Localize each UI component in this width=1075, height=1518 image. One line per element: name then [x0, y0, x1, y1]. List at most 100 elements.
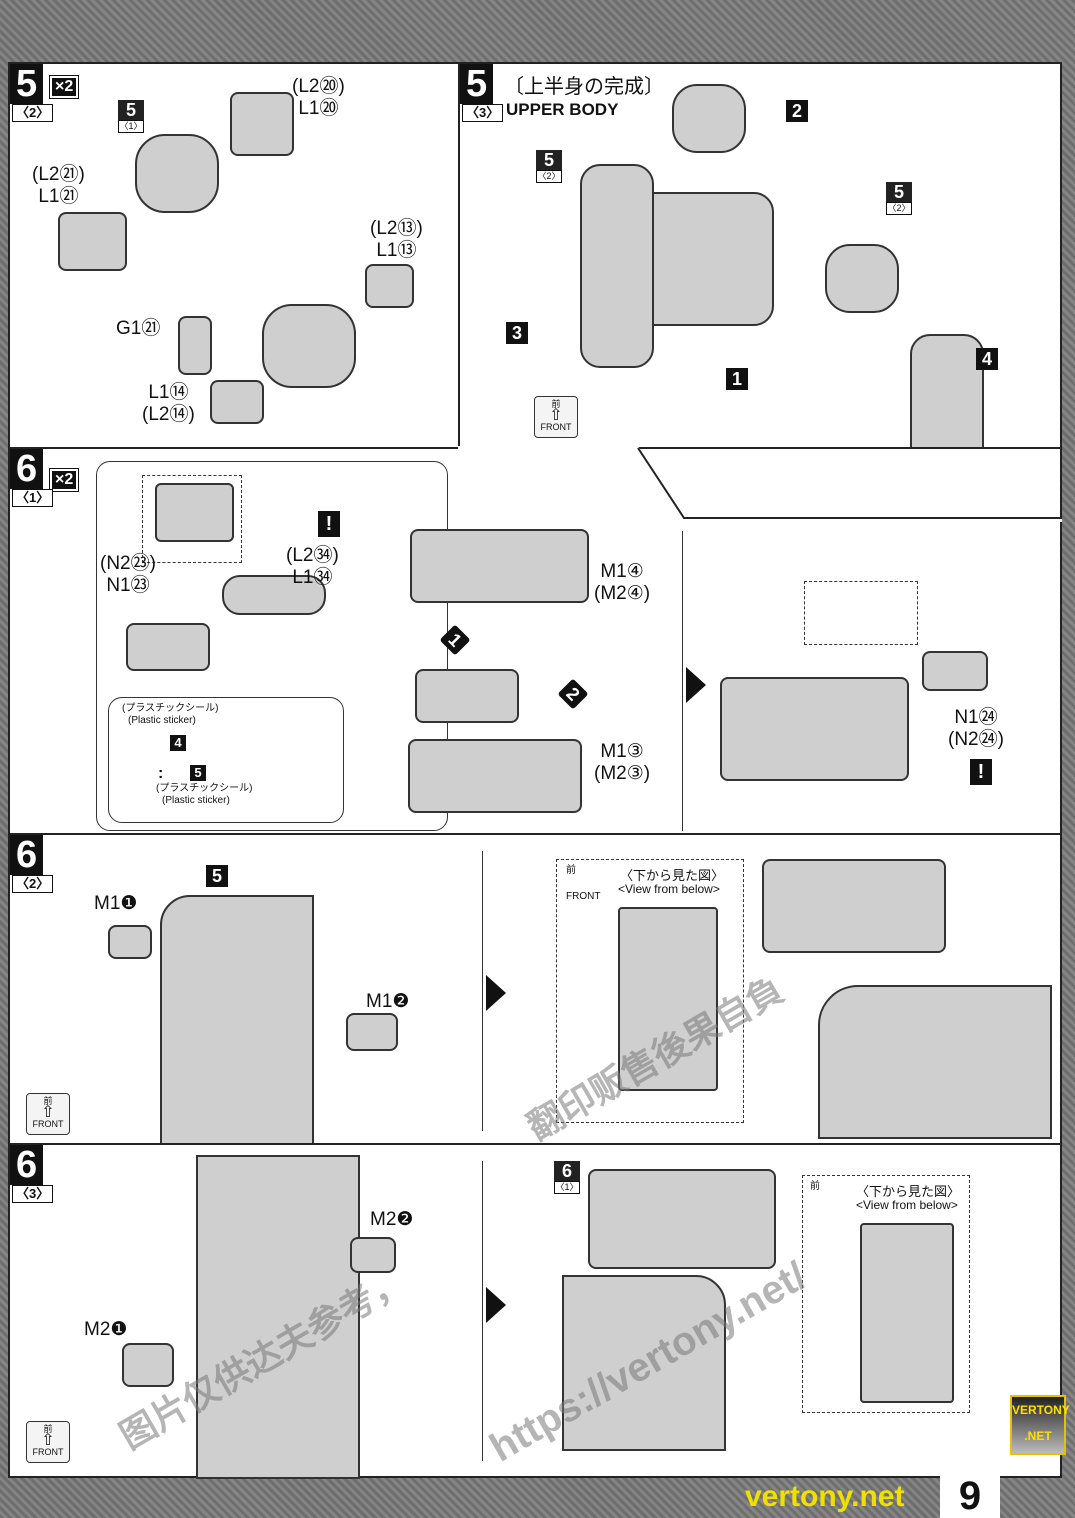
- part-piece: [122, 1343, 174, 1387]
- part-piece: [346, 1013, 398, 1051]
- base-part: [408, 739, 582, 813]
- part-piece: [230, 92, 294, 156]
- part-inset: [142, 475, 242, 563]
- title-jp: 〔上半身の完成〕: [504, 76, 664, 98]
- substep-label: 〈2〉: [12, 875, 54, 893]
- torso-part: [630, 192, 774, 326]
- part-label: M2❷: [370, 1209, 414, 1230]
- view-title-jp: 〈下から見た図〉: [620, 868, 725, 883]
- part-number: 1: [726, 368, 748, 390]
- front-indicator: 前⇧FRONT: [26, 1421, 70, 1463]
- part-label: G1㉑: [116, 318, 161, 339]
- ref-step: 5〈1〉: [118, 100, 144, 133]
- vertony-logo: VERTONY .NET: [1010, 1395, 1070, 1455]
- gundam-shoulder: [562, 1275, 726, 1451]
- step-number: 5: [10, 64, 44, 104]
- shoulder-part: [135, 134, 219, 213]
- part-number: 4: [976, 348, 998, 370]
- view-from-below-inset: [556, 859, 744, 1123]
- step-number: 6: [10, 1145, 44, 1185]
- part-label: (N2㉓) N1㉓: [100, 553, 156, 596]
- step-number: 6: [10, 835, 44, 875]
- front-en: FRONT: [566, 891, 601, 902]
- front-indicator: 前⇧FRONT: [534, 396, 578, 438]
- part-inset: [804, 581, 918, 645]
- sticker-label-jp: (プラスチックシール): [156, 783, 253, 794]
- divider: [482, 1161, 483, 1461]
- ref-step: 6〈1〉: [554, 1161, 580, 1194]
- order-number: 2: [557, 678, 589, 710]
- site-watermark: vertony.net: [745, 1480, 905, 1513]
- panel-step-5-3: 5 〈3〉 〔上半身の完成〕 UPPER BODY 5〈2〉 5〈2〉 2 3 …: [458, 62, 1062, 519]
- next-arrow-icon: [486, 1287, 506, 1323]
- step-number: 6: [10, 449, 44, 489]
- part-label: (L2⑬) L1⑬: [370, 218, 423, 261]
- part-label: M1❷: [366, 991, 410, 1012]
- panel-step-6-2: 6 〈2〉 5 M1❶ M1❷ 前⇧FRONT 前 FRONT 〈下から見た図〉…: [8, 833, 1062, 1149]
- page-number: 9: [940, 1474, 1000, 1518]
- sticker-label-en: (Plastic sticker): [162, 795, 230, 806]
- part-label: (L2㉞) L1㉞: [286, 545, 339, 588]
- arm-part: [580, 164, 654, 368]
- panel-step-5-2: 5 ×2 〈2〉 5〈1〉 (L2⑳) L1⑳ (L2㉑) L1㉑ (L2⑬) …: [8, 62, 460, 449]
- part-label: L1⑭ (L2⑭): [142, 382, 195, 425]
- substep-label: 〈1〉: [12, 489, 54, 507]
- head-part: [672, 84, 746, 153]
- panel-diagonal-border: [458, 446, 1062, 522]
- ref-step: 5〈2〉: [886, 182, 912, 215]
- substep-label: 〈2〉: [12, 104, 54, 122]
- view-title-jp: 〈下から見た図〉: [856, 1184, 961, 1199]
- divider: [682, 531, 683, 831]
- warning-icon: !: [970, 759, 992, 785]
- cover-part: [410, 529, 589, 603]
- ref-step: 5: [206, 865, 228, 887]
- substep-label: 〈3〉: [12, 1185, 54, 1203]
- front-jp: 前: [810, 1181, 820, 1192]
- part-piece: [178, 316, 212, 375]
- part-piece: [58, 212, 127, 271]
- missile-pod-bottom: [860, 1223, 954, 1403]
- gundam-torso: [160, 895, 314, 1149]
- part-label: M1❶: [94, 893, 138, 914]
- shoulder-part: [825, 244, 899, 313]
- divider: [482, 851, 483, 1131]
- launcher-assembly: [415, 669, 519, 723]
- shoulder-part: [262, 304, 356, 388]
- next-arrow-icon: [686, 667, 706, 703]
- multiplier-badge: ×2: [48, 75, 80, 99]
- gundam-shoulder: [818, 985, 1052, 1139]
- missile-pod: [720, 677, 909, 781]
- missile-pod: [762, 859, 946, 953]
- part-piece: [365, 264, 414, 308]
- launcher-part: [126, 623, 210, 671]
- title-en: UPPER BODY: [506, 100, 619, 119]
- part-label: M2❶: [84, 1319, 128, 1340]
- front-indicator: 前⇧FRONT: [26, 1093, 70, 1135]
- part-label: M1③ (M2③): [594, 741, 651, 784]
- sticker-number: 5: [190, 765, 206, 781]
- part-number: 2: [786, 100, 808, 122]
- substep-label: 〈3〉: [462, 104, 504, 122]
- part-label: (L2⑳) L1⑳: [292, 76, 345, 119]
- warning-icon: !: [318, 511, 340, 537]
- cylinder-parts: [222, 575, 326, 615]
- sticker-bubble: [108, 697, 344, 823]
- multiplier-badge: ×2: [48, 468, 80, 492]
- sticker-label-jp: (プラスチックシール): [122, 703, 219, 714]
- cylinder-parts: [155, 483, 234, 542]
- view-title-en: <View from below>: [618, 882, 720, 896]
- sticker-number: 4: [170, 735, 186, 751]
- next-arrow-icon: [486, 975, 506, 1011]
- part-label: (L2㉑) L1㉑: [32, 164, 85, 207]
- step-number: 5: [460, 64, 494, 104]
- part-piece: [210, 380, 264, 424]
- part-number: 3: [506, 322, 528, 344]
- ref-step: 5〈2〉: [536, 150, 562, 183]
- sticker-label-en: (Plastic sticker): [128, 715, 196, 726]
- part-piece: [108, 925, 152, 959]
- missile-pod-bottom: [618, 907, 718, 1091]
- panel-step-6-3: 6 〈3〉 M2❷ M2❶ 前⇧FRONT 6〈1〉 前 〈下から見た図〉 <V…: [8, 1143, 1062, 1479]
- view-from-below-inset: [802, 1175, 970, 1413]
- front-jp: 前: [566, 865, 576, 876]
- part-piece: [922, 651, 988, 691]
